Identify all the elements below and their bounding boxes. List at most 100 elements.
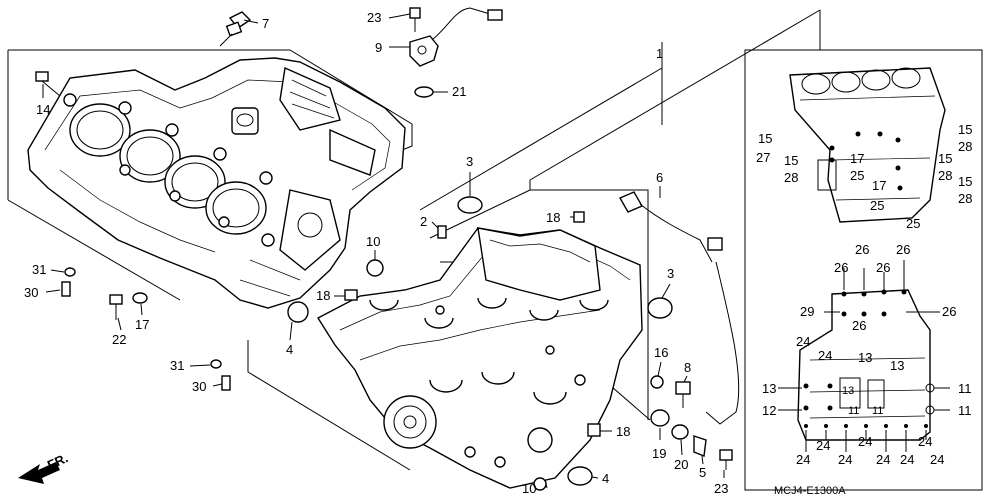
o-ring-31b bbox=[210, 359, 222, 369]
lower-detail-24-i: 24 bbox=[900, 452, 914, 467]
callout-19: 19 bbox=[652, 446, 666, 461]
plug-4b bbox=[567, 466, 593, 486]
dowel-18a bbox=[573, 211, 585, 223]
upper-detail-15-a: 15 bbox=[758, 131, 772, 146]
upper-detail-15-d: 15 bbox=[938, 151, 952, 166]
lower-detail-24-d: 24 bbox=[858, 434, 872, 449]
bolt-22 bbox=[109, 294, 123, 320]
upper-detail-25-b: 25 bbox=[870, 198, 884, 213]
lower-detail-11-c: 11 bbox=[848, 405, 859, 417]
front-arrow-icon bbox=[18, 462, 60, 484]
small-parts bbox=[35, 7, 740, 491]
bolt-23-bottom bbox=[719, 449, 733, 470]
lower-detail-24-g: 24 bbox=[838, 452, 852, 467]
lower-detail-26-f: 26 bbox=[852, 318, 866, 333]
callout-20: 20 bbox=[674, 457, 688, 472]
callout-9: 9 bbox=[375, 40, 382, 55]
callout-5: 5 bbox=[699, 465, 706, 480]
callout-3-right: 3 bbox=[667, 266, 674, 281]
callout-8: 8 bbox=[684, 360, 691, 375]
lower-detail-13-a: 13 bbox=[858, 350, 872, 365]
crank-position-sensor bbox=[409, 7, 503, 67]
callout-2: 2 bbox=[420, 214, 427, 229]
sensor-wire-6 bbox=[619, 191, 740, 425]
lower-detail-12: 12 bbox=[762, 403, 776, 418]
lower-detail-13-b: 13 bbox=[890, 358, 904, 373]
upper-detail-25-c: 25 bbox=[906, 216, 920, 231]
bolt-top bbox=[409, 7, 421, 32]
seal-3-upper bbox=[457, 196, 483, 214]
upper-detail-labels: 15 27 15 28 17 25 17 15 28 15 28 15 28 2… bbox=[756, 122, 972, 231]
lower-detail-24-a: 24 bbox=[796, 334, 810, 349]
lower-detail-11-d: 11 bbox=[872, 405, 883, 417]
lower-detail-26-c: 26 bbox=[834, 260, 848, 275]
callout-10-b: 10 bbox=[522, 481, 536, 496]
switch-8 bbox=[675, 381, 691, 408]
upper-case-bolt-detail bbox=[789, 67, 946, 223]
lower-detail-11-b: 11 bbox=[958, 403, 972, 418]
callout-18-b: 18 bbox=[316, 288, 330, 303]
callout-21: 21 bbox=[452, 84, 466, 99]
lower-detail-26-a: 26 bbox=[855, 242, 869, 257]
upper-detail-25-a: 25 bbox=[850, 168, 864, 183]
plug-4a bbox=[287, 301, 309, 323]
lower-detail-29: 29 bbox=[800, 304, 814, 319]
upper-detail-15-b: 15 bbox=[784, 153, 798, 168]
lower-detail-24-j: 24 bbox=[930, 452, 944, 467]
dowel-2 bbox=[437, 225, 447, 239]
lower-detail-13-d: 13 bbox=[842, 385, 854, 397]
callout-4-b: 4 bbox=[602, 471, 609, 486]
callout-16: 16 bbox=[654, 345, 668, 360]
callout-18-c: 18 bbox=[616, 424, 630, 439]
callout-31-b: 31 bbox=[170, 358, 184, 373]
upper-detail-27: 27 bbox=[756, 150, 770, 165]
seal-19 bbox=[650, 409, 670, 427]
callout-23-top: 23 bbox=[367, 10, 381, 25]
lower-detail-26-e: 26 bbox=[942, 304, 956, 319]
washer-17 bbox=[132, 292, 148, 304]
callout-18-a: 18 bbox=[546, 210, 560, 225]
dowel-18c bbox=[587, 423, 601, 437]
bracket-5 bbox=[693, 435, 707, 457]
lower-detail-24-c: 24 bbox=[816, 438, 830, 453]
seal-3-right bbox=[647, 297, 673, 319]
lower-case-bolt-detail bbox=[778, 260, 950, 452]
upper-crankcase bbox=[27, 57, 406, 309]
callout-6: 6 bbox=[656, 170, 663, 185]
o-ring-21 bbox=[414, 86, 434, 98]
upper-detail-17-a: 17 bbox=[850, 151, 864, 166]
lower-detail-11-a: 11 bbox=[958, 381, 972, 396]
callout-labels: 1 7 23 9 21 14 3 6 18 2 10 31 3 30 18 17… bbox=[24, 10, 728, 496]
front-direction-label: FR. bbox=[45, 450, 70, 472]
lower-detail-24-b: 24 bbox=[818, 348, 832, 363]
bolt-30a bbox=[61, 281, 71, 297]
washer-16 bbox=[650, 375, 664, 389]
upper-detail-28-d: 28 bbox=[958, 191, 972, 206]
upper-detail-28-b: 28 bbox=[958, 139, 972, 154]
figure-code: MCJ4-E1300A bbox=[774, 485, 846, 497]
lower-detail-13-c: 13 bbox=[762, 381, 776, 396]
lower-detail-24-h: 24 bbox=[876, 452, 890, 467]
callout-10-a: 10 bbox=[366, 234, 380, 249]
callout-14: 14 bbox=[36, 102, 50, 117]
dowel-18b bbox=[344, 289, 358, 301]
lower-detail-24-e: 24 bbox=[918, 434, 932, 449]
callout-30-b: 30 bbox=[192, 379, 206, 394]
callout-22: 22 bbox=[112, 332, 126, 347]
o-ring-20 bbox=[671, 424, 689, 440]
upper-detail-28-a: 28 bbox=[784, 170, 798, 185]
bolt-14 bbox=[35, 71, 61, 97]
lower-detail-24-f: 24 bbox=[796, 452, 810, 467]
oil-pressure-switch bbox=[219, 11, 252, 47]
callout-4-a: 4 bbox=[286, 342, 293, 357]
leader-lines bbox=[42, 13, 725, 489]
upper-detail-15-c: 15 bbox=[958, 122, 972, 137]
upper-detail-15-e: 15 bbox=[958, 174, 972, 189]
bolt-30b bbox=[221, 375, 231, 391]
callout-7: 7 bbox=[262, 16, 269, 31]
lower-crankcase bbox=[317, 227, 643, 489]
callout-1: 1 bbox=[656, 46, 663, 61]
upper-detail-28-c: 28 bbox=[938, 168, 952, 183]
callout-31-a: 31 bbox=[32, 262, 46, 277]
plug-10a bbox=[366, 259, 384, 277]
